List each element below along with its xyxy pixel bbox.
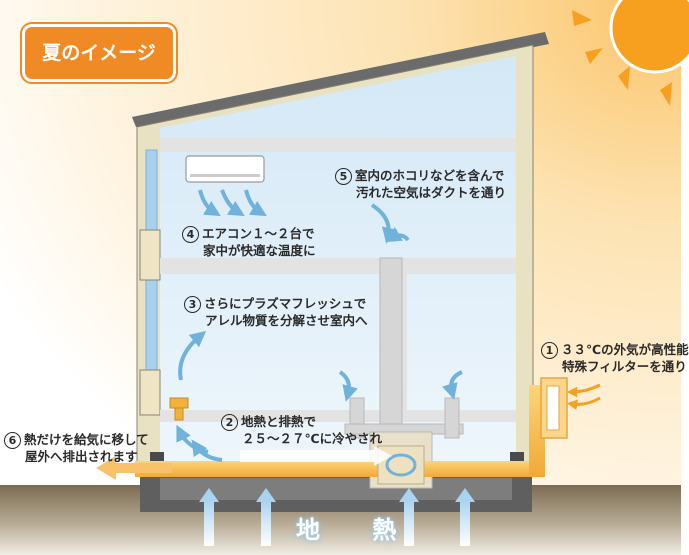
- step-1-number: 1: [541, 342, 558, 359]
- step-6-line-1: 熱だけを給気に移して: [24, 432, 149, 447]
- step-2-number: 2: [221, 414, 238, 431]
- step-2-line-1: 地熱と排熱で: [241, 414, 317, 429]
- step-3-line-1: さらにプラズマフレッシュで: [204, 296, 367, 311]
- sun-icon: [572, 0, 689, 106]
- step-6-line-2: 屋外へ排出されます: [25, 449, 138, 464]
- step-1-line-2: 特殊フィルターを通り: [562, 359, 687, 374]
- air-conditioner-icon: [185, 155, 265, 183]
- step-4-line-2: 家中が快適な温度に: [203, 243, 316, 258]
- geothermal-arrows: [199, 488, 475, 546]
- outdoor-air-arrows: [566, 383, 601, 410]
- step-3-line-2: アレル物質を分解させ室内へ: [205, 313, 368, 328]
- supply-pipe: [135, 377, 568, 477]
- heat-exchanger: [377, 445, 425, 485]
- step-3-number: 3: [184, 296, 201, 313]
- step-2-line-2: ２５～２７℃に冷やされ: [242, 431, 383, 446]
- geothermal-label: 地 熱: [296, 516, 419, 544]
- step-5-line-2: 汚れた空気はダクトを通り: [356, 185, 507, 200]
- step-4-number: 4: [182, 226, 199, 243]
- airflow-arrows: [176, 189, 463, 462]
- step-5-line-1: 室内のホコリなどを含んで: [355, 168, 505, 183]
- step-6-number: 6: [4, 432, 21, 449]
- exhaust-arrow: [96, 456, 172, 480]
- plasma-fresh-unit: [169, 397, 189, 409]
- step-5-number: 5: [335, 168, 352, 185]
- step-1-line-1: ３３℃の外気が高性能: [561, 342, 689, 357]
- season-badge: 夏のイメージ: [22, 24, 176, 82]
- step-4-line-1: エアコン１～２台で: [202, 226, 315, 241]
- house-frame: [132, 32, 549, 512]
